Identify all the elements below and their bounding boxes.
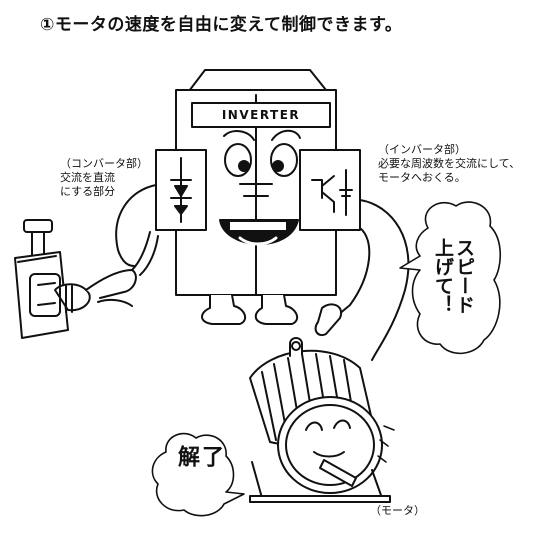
speed-up-text: スピード 上げて！ <box>432 238 475 314</box>
inverter-limbs <box>115 184 371 336</box>
wall-outlet <box>14 219 69 339</box>
speed-up-bubble <box>399 201 502 355</box>
ok-text: 了 解 <box>174 445 223 467</box>
power-plug <box>54 269 137 313</box>
inverter-annotation: （インバータ部） 必要な周波数を交流にして、 モータへおくる。 <box>378 143 521 184</box>
inverter-nameplate: INVERTER <box>221 108 301 122</box>
inverter-module <box>299 149 361 231</box>
converter-module <box>155 149 207 231</box>
ok-bubble <box>151 432 245 517</box>
power-cable <box>131 231 159 276</box>
inverter-face <box>219 129 301 246</box>
motor-cable <box>359 199 410 361</box>
page-title: ①モータの速度を自由に変えて制御できます。 <box>40 15 403 35</box>
motor-annotation: （モータ） <box>370 504 425 517</box>
motor-face <box>305 419 395 487</box>
motor-body <box>249 337 391 503</box>
converter-annotation: （コンバータ部） 交流を直流 にする部分 <box>60 157 148 198</box>
